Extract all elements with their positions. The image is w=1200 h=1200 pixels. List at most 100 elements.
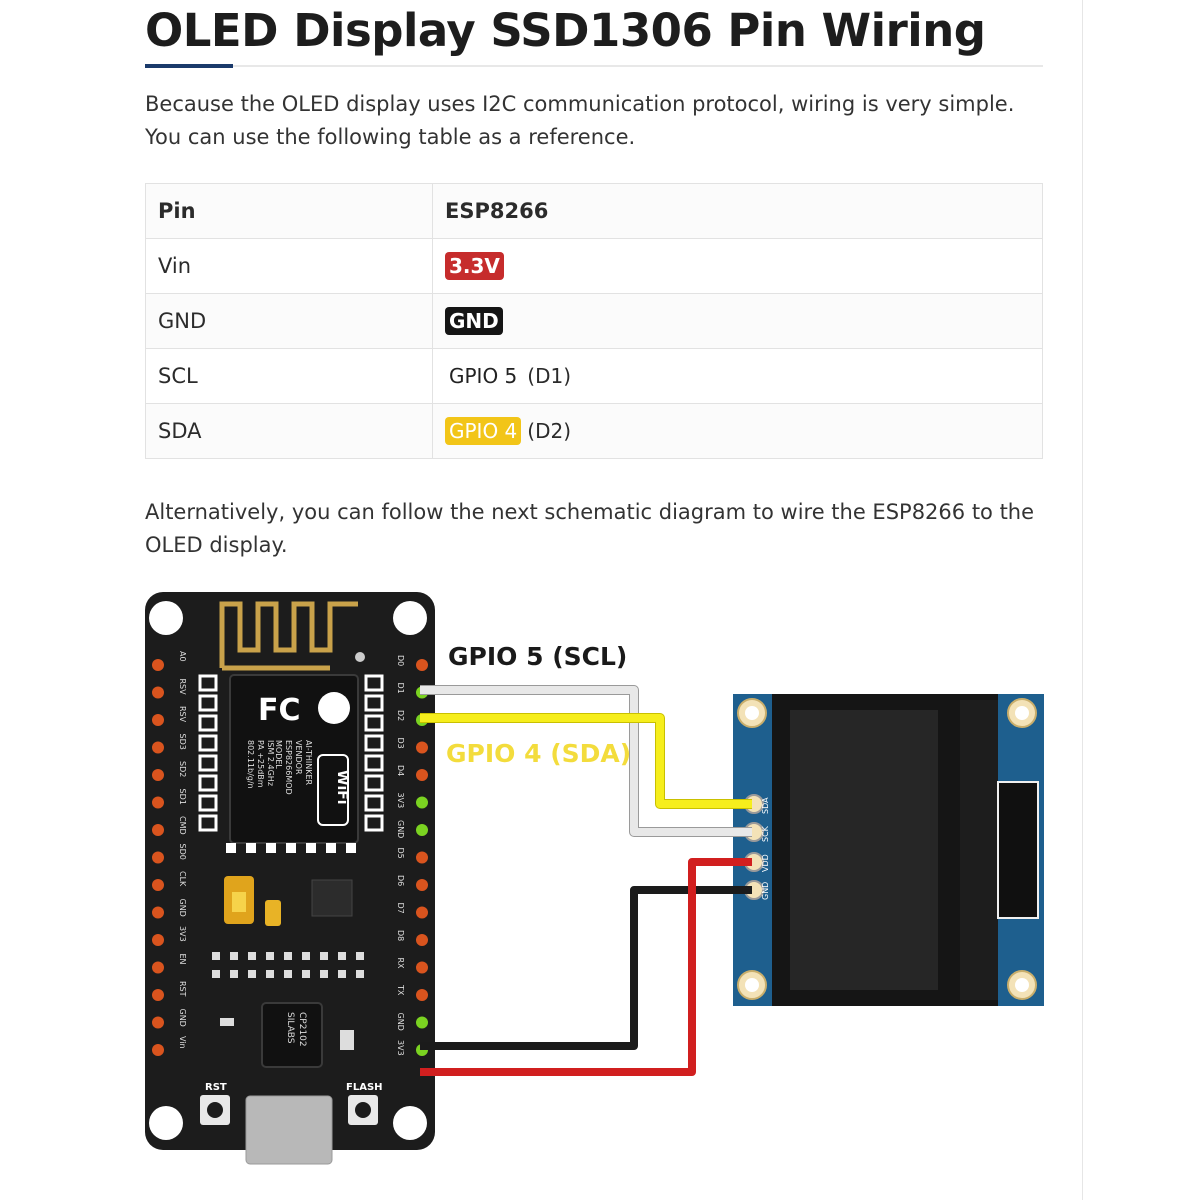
- solder-pad: [198, 754, 218, 772]
- header-pin: [416, 1016, 428, 1029]
- header-pin: [416, 879, 428, 891]
- left-header: A0RSVRSVSD3SD2SD1CMDSD0CLKGND3V3ENRSTGND…: [152, 651, 187, 1056]
- esp-cell: GPIO 5(D1): [432, 348, 1043, 404]
- module-pads: [198, 674, 384, 832]
- outro-paragraph: Alternatively, you can follow the next s…: [145, 500, 1035, 557]
- header-pin: [416, 796, 428, 809]
- header-pin: [416, 961, 428, 974]
- smd-dot: [356, 970, 364, 978]
- header-pin: [416, 851, 428, 864]
- header-pin: [152, 851, 164, 864]
- smd-dot: [302, 970, 310, 978]
- smd-dot: [338, 970, 346, 978]
- header-pin: [416, 741, 428, 754]
- module-text-block: MODEL ESP8266MOD VENDOR AI-THINKER ISM 2…: [246, 740, 313, 795]
- mount-hole: [149, 1106, 183, 1140]
- fc-logo: FC: [258, 693, 301, 728]
- solder-pad: [364, 694, 384, 712]
- solder-pad: [266, 843, 276, 853]
- rst-label: RST: [205, 1082, 227, 1093]
- smd-dot: [230, 952, 238, 960]
- chip-text: CP2102: [297, 1012, 307, 1047]
- pin-label: D5: [396, 848, 405, 859]
- pin-label: EN: [178, 954, 187, 965]
- module-text: VENDOR: [294, 740, 303, 775]
- table-row: SCL GPIO 5(D1): [145, 348, 1043, 404]
- mount-hole: [393, 601, 427, 635]
- vcc-wire: [420, 858, 752, 1076]
- pin-table: Pin ESP8266 Vin 3.3V GND GND SCL GPIO 5(…: [145, 183, 1043, 459]
- smd-dot: [338, 952, 346, 960]
- flash-button-cap: [355, 1102, 371, 1118]
- smd-dot: [302, 952, 310, 960]
- header-pin: [152, 714, 164, 726]
- smd-part: [340, 1030, 354, 1050]
- header-pin: [416, 769, 428, 781]
- flex-cable: [997, 781, 1039, 919]
- sda-note: (D2): [527, 419, 572, 443]
- header-pin: [152, 989, 164, 1001]
- header-pin: [152, 1044, 164, 1056]
- micro-usb-port: [245, 1095, 333, 1165]
- pin-label: D0: [396, 655, 405, 666]
- flash-label: FLASH: [346, 1082, 383, 1093]
- oled-pin-label: VDD: [761, 854, 770, 872]
- tantalum-capacitor-body: [232, 892, 246, 912]
- smd-dot: [266, 970, 274, 978]
- smd-dot: [356, 952, 364, 960]
- gnd-wire: [420, 886, 752, 1050]
- led-dot: [355, 652, 365, 662]
- mount-hole-center: [745, 706, 759, 720]
- solder-pad: [364, 794, 384, 812]
- solder-pad: [364, 774, 384, 792]
- solder-pad: [286, 843, 296, 853]
- pin-label: CMD: [178, 816, 187, 835]
- oled-screen: [790, 710, 938, 990]
- solder-pad: [246, 843, 256, 853]
- solder-pad: [198, 814, 218, 832]
- smd-dot: [248, 970, 256, 978]
- solder-pad: [198, 694, 218, 712]
- page-title: OLED Display SSD1306 Pin Wiring: [145, 4, 986, 57]
- module-text: ISM 2.4GHz: [266, 740, 275, 786]
- mount-hole-center: [1015, 706, 1029, 720]
- wires: [420, 685, 752, 1076]
- smd-part: [220, 1018, 234, 1026]
- smd-dot: [284, 970, 292, 978]
- rst-button-cap: [207, 1102, 223, 1118]
- espressif-logo: [318, 692, 350, 724]
- scl-label: GPIO 5 (SCL): [448, 642, 627, 671]
- smd-dot: [230, 970, 238, 978]
- title-accent-bar: [145, 64, 233, 68]
- solder-pad: [364, 674, 384, 692]
- page-border: [1082, 0, 1083, 1200]
- pin-label: TX: [396, 984, 405, 996]
- table-row: SDA GPIO 4(D2): [145, 403, 1043, 459]
- pin-label: 3V3: [396, 1040, 405, 1056]
- header-pin: [152, 961, 164, 974]
- pin-label: D1: [396, 683, 405, 694]
- pin-label: GND: [178, 1009, 187, 1027]
- header-pin: [152, 824, 164, 836]
- smd-dot: [248, 952, 256, 960]
- header-pin: [152, 686, 164, 699]
- esp8266-board: FC WiFi MODEL ESP8266MOD VENDOR AI-THINK…: [145, 592, 435, 1165]
- header-pin: [152, 906, 164, 919]
- solder-pad: [364, 734, 384, 752]
- pin-label: D3: [396, 738, 405, 749]
- solder-pad: [198, 734, 218, 752]
- mount-hole: [393, 1106, 427, 1140]
- module-text: 802.11b/g/n: [246, 740, 255, 789]
- capacitor: [265, 900, 281, 926]
- solder-pad: [346, 843, 356, 853]
- module-text: MODEL: [274, 740, 283, 769]
- esp-cell: GPIO 4(D2): [432, 403, 1043, 459]
- solder-pad: [364, 714, 384, 732]
- module-text: AI-THINKER: [304, 740, 313, 786]
- pin-label: 3V3: [396, 793, 405, 809]
- header-pin: [152, 796, 164, 809]
- esp-cell: GND: [432, 293, 1043, 349]
- pin-label: RST: [178, 981, 187, 997]
